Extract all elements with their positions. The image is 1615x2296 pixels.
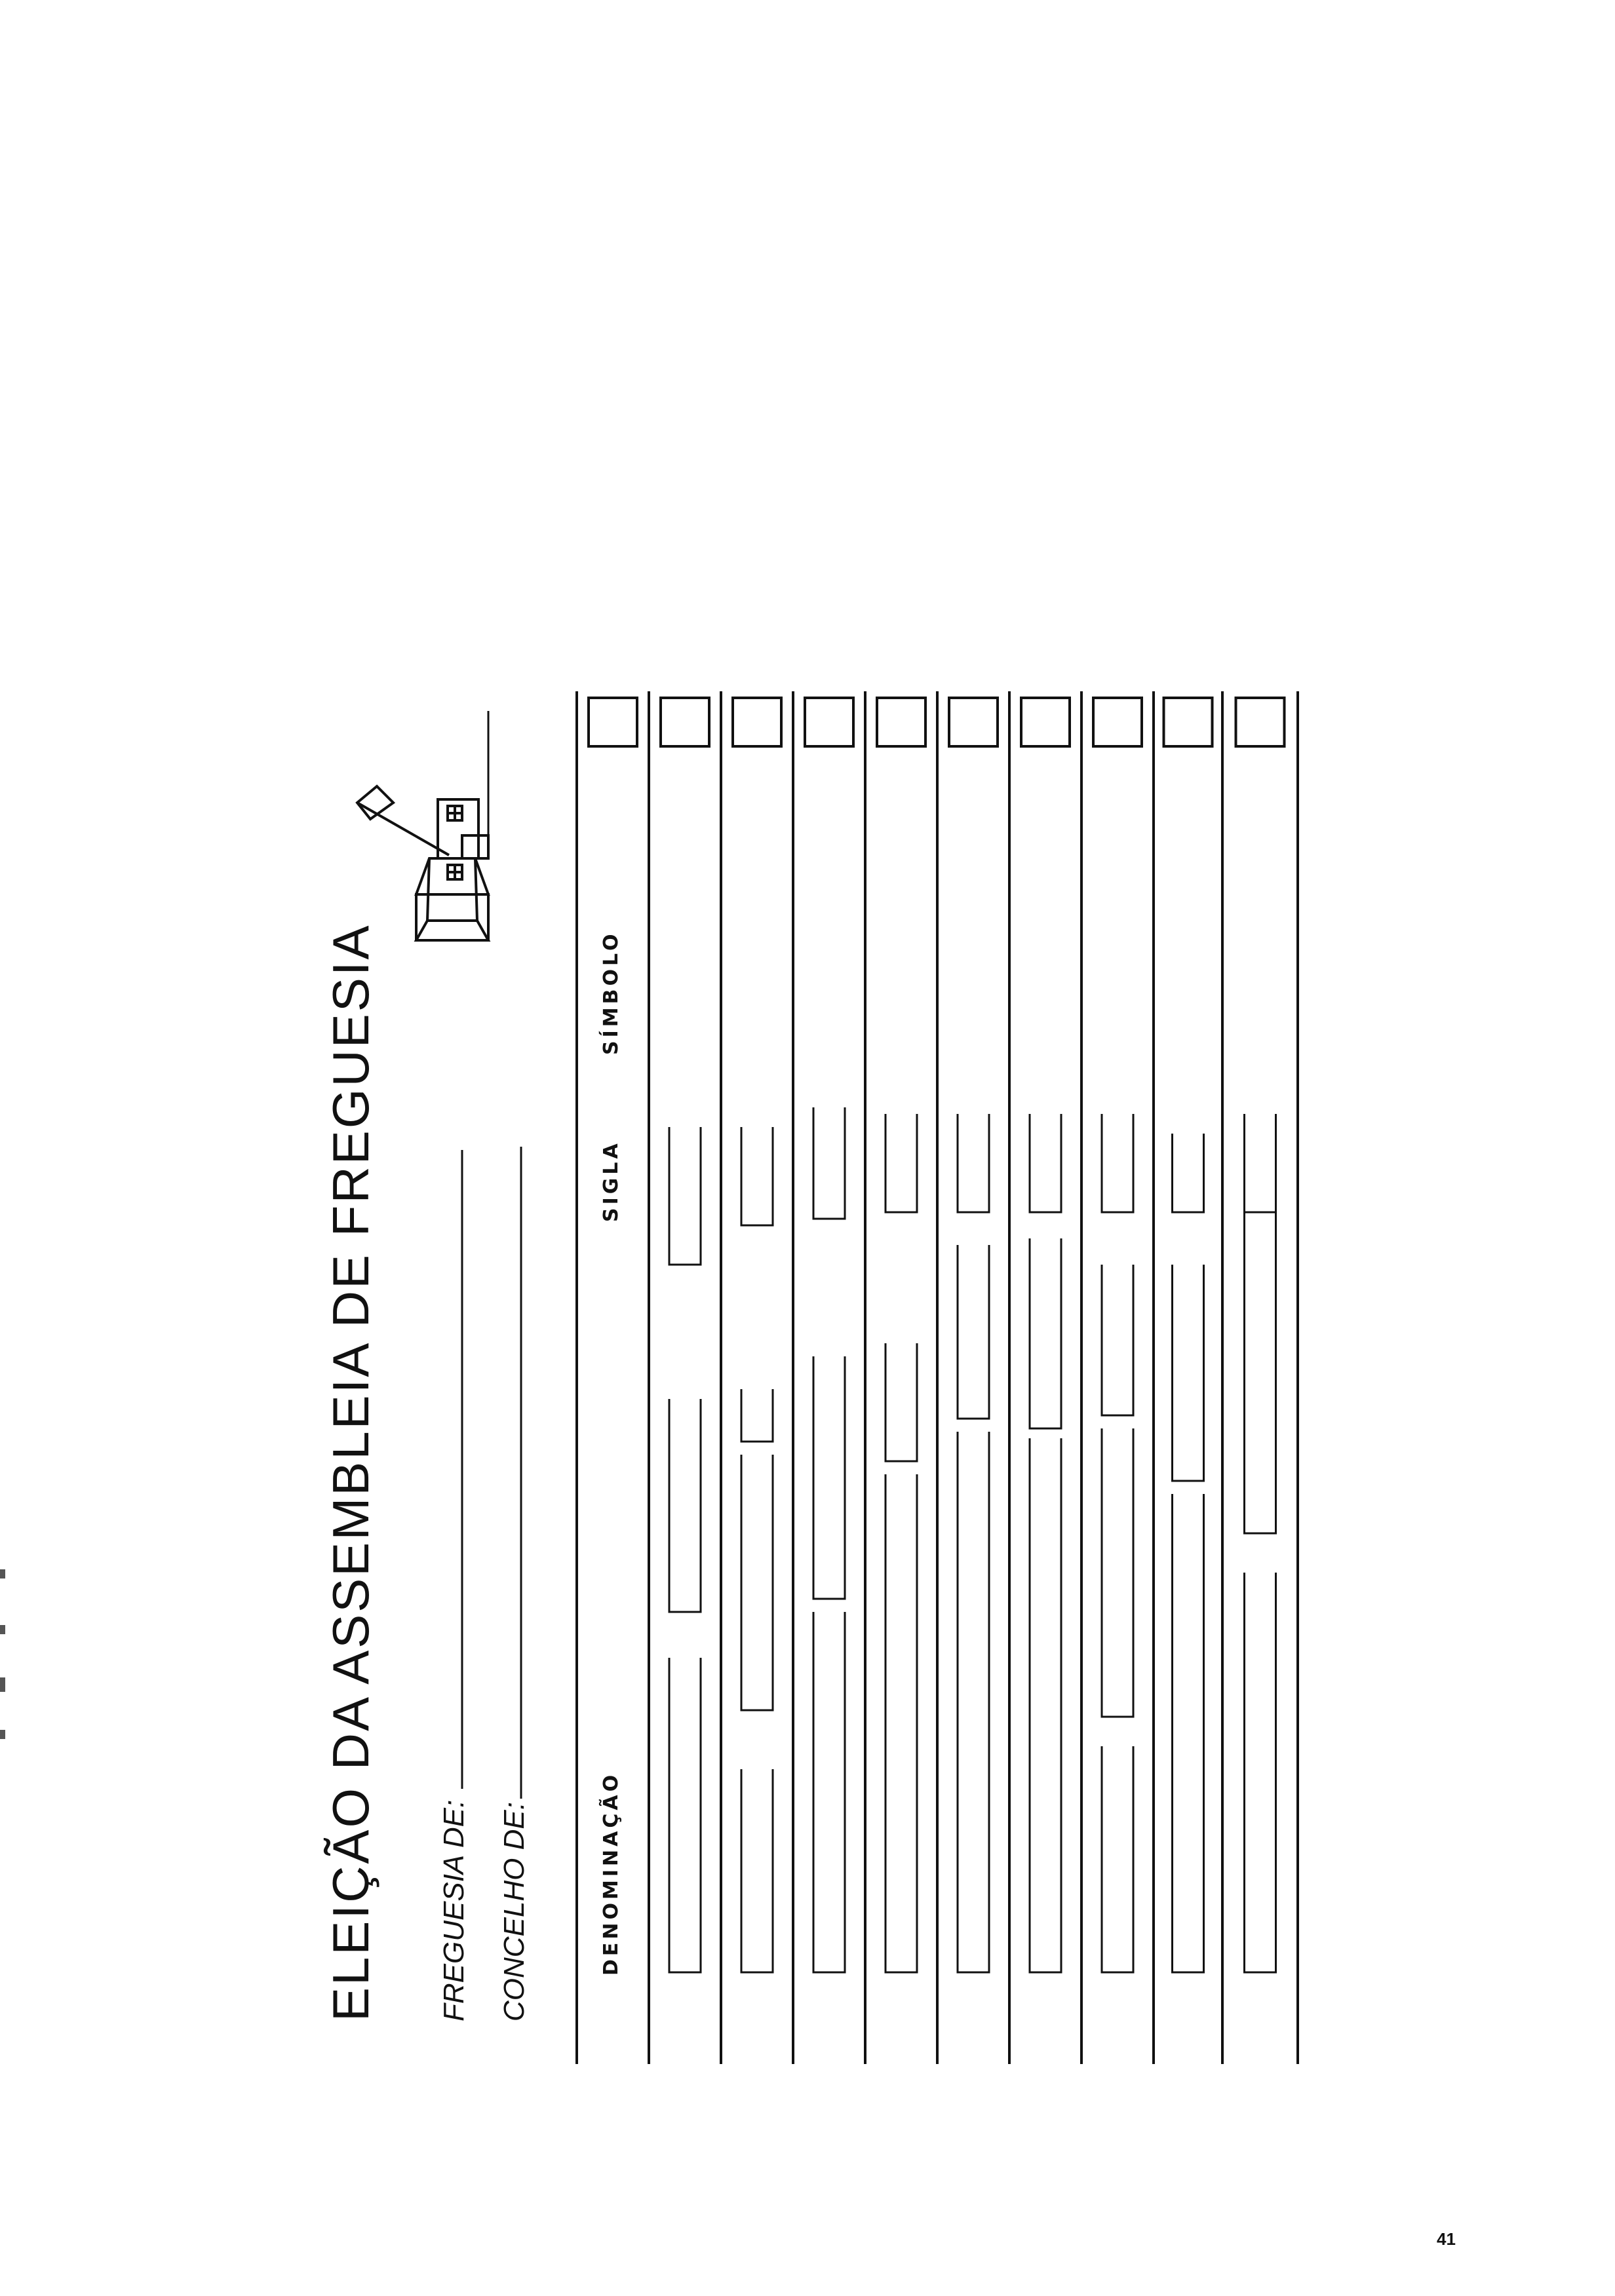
symbol-checkbox[interactable]: [659, 697, 710, 748]
denominacao-slot[interactable]: [956, 1245, 990, 1420]
header-symbol-box: [587, 697, 638, 748]
scan-mark: [0, 1569, 5, 1578]
sigla-slot[interactable]: [1243, 1114, 1277, 1214]
symbol-checkbox[interactable]: [731, 697, 783, 748]
denominacao-slot[interactable]: [740, 1455, 774, 1712]
symbol-checkbox[interactable]: [948, 697, 999, 748]
scan-mark: [0, 1625, 5, 1634]
denominacao-slot[interactable]: [812, 1612, 846, 1974]
denominacao-slot[interactable]: [668, 1658, 702, 1974]
denominacao-slot[interactable]: [884, 1474, 918, 1974]
sigla-slot[interactable]: [884, 1114, 918, 1214]
denominacao-slot[interactable]: [668, 1399, 702, 1613]
denominacao-slot[interactable]: [1028, 1238, 1062, 1430]
sigla-slot[interactable]: [740, 1127, 774, 1227]
denominacao-slot[interactable]: [668, 1127, 702, 1266]
symbol-checkbox[interactable]: [1092, 697, 1143, 748]
sigla-slot[interactable]: [1171, 1134, 1205, 1214]
house-flag-icon: [355, 711, 491, 942]
scan-mark: [0, 1677, 5, 1692]
symbol-checkbox[interactable]: [1020, 697, 1071, 748]
denominacao-slot[interactable]: [1243, 1573, 1277, 1974]
sigla-slot[interactable]: [956, 1114, 990, 1214]
denominacao-slot[interactable]: [1243, 1127, 1277, 1535]
symbol-checkbox[interactable]: [804, 697, 855, 748]
page-number: 41: [1437, 2229, 1456, 2249]
denominacao-slot[interactable]: [956, 1432, 990, 1974]
ballot-table: [575, 691, 1299, 2064]
denominacao-slot[interactable]: [884, 1343, 918, 1463]
scan-mark: [0, 1730, 5, 1739]
denominacao-slot[interactable]: [1171, 1494, 1205, 1974]
symbol-checkbox[interactable]: [1234, 697, 1286, 748]
denominacao-slot[interactable]: [1100, 1265, 1135, 1417]
denominacao-slot[interactable]: [740, 1389, 774, 1443]
symbol-checkbox[interactable]: [1162, 697, 1214, 748]
denominacao-slot[interactable]: [1171, 1265, 1205, 1482]
denominacao-slot[interactable]: [1028, 1438, 1062, 1974]
denominacao-slot[interactable]: [1100, 1746, 1135, 1974]
denominacao-slot[interactable]: [740, 1769, 774, 1974]
symbol-checkbox[interactable]: [876, 697, 927, 748]
sigla-slot[interactable]: [1028, 1114, 1062, 1214]
denominacao-slot[interactable]: [812, 1356, 846, 1600]
sigla-slot[interactable]: [812, 1107, 846, 1220]
sigla-slot[interactable]: [1100, 1114, 1135, 1214]
denominacao-slot[interactable]: [1100, 1428, 1135, 1718]
